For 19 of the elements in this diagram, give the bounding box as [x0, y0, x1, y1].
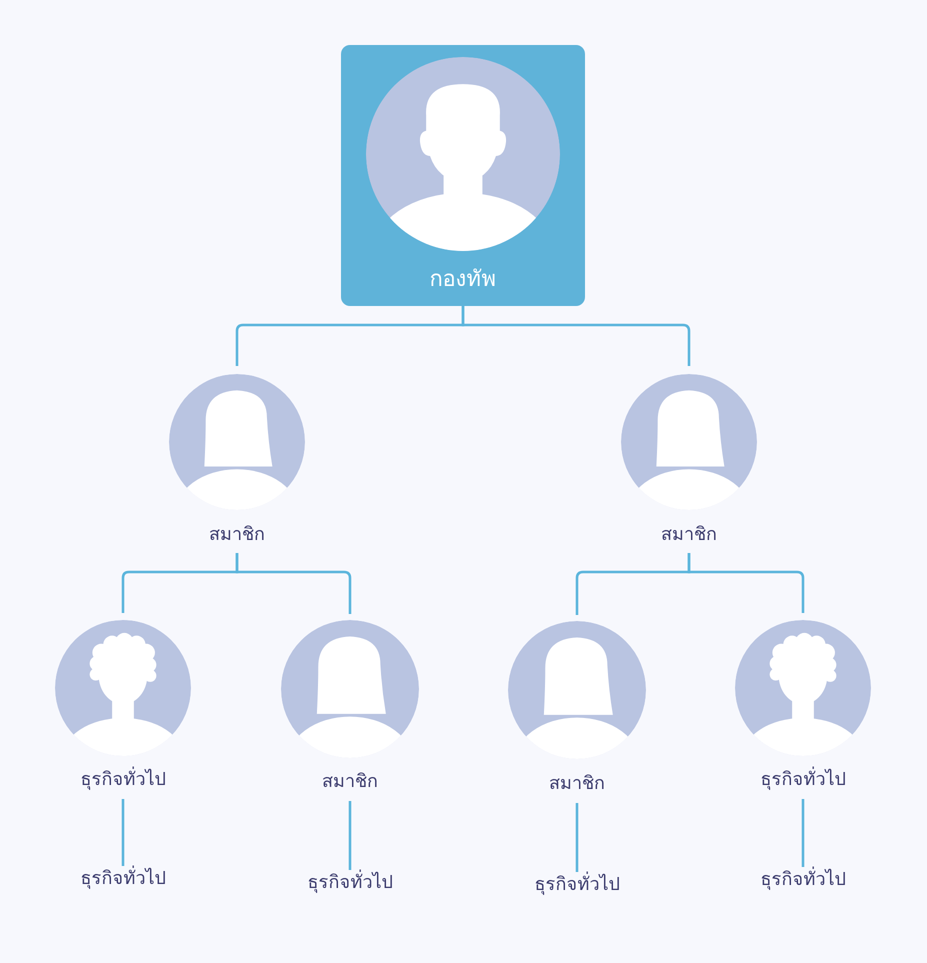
connector-line	[348, 801, 352, 870]
node-label: สมาชิก	[549, 772, 605, 796]
node-label: สมาชิก	[209, 523, 265, 547]
org-box	[341, 45, 585, 306]
node-label: สมาชิก	[661, 523, 717, 547]
node-label: กองทัพ	[430, 266, 496, 294]
connector-line	[576, 803, 578, 872]
connector-line	[688, 553, 804, 613]
node-label: ธุรกิจทั่วไป	[80, 866, 166, 892]
connector-line	[236, 553, 352, 614]
node-label: ธุรกิจทั่วไป	[308, 870, 392, 896]
node-label: ธุรกิจทั่วไป	[534, 872, 620, 898]
node-label: สมาชิก	[322, 770, 378, 794]
connector-line	[462, 306, 690, 366]
node-label: ธุรกิจทั่วไป	[760, 768, 846, 792]
node-label: ธุรกิจทั่วไป	[760, 867, 846, 893]
node-label: ธุรกิจทั่วไป	[80, 768, 166, 792]
connector-line	[802, 799, 804, 867]
connector-line	[122, 799, 124, 866]
